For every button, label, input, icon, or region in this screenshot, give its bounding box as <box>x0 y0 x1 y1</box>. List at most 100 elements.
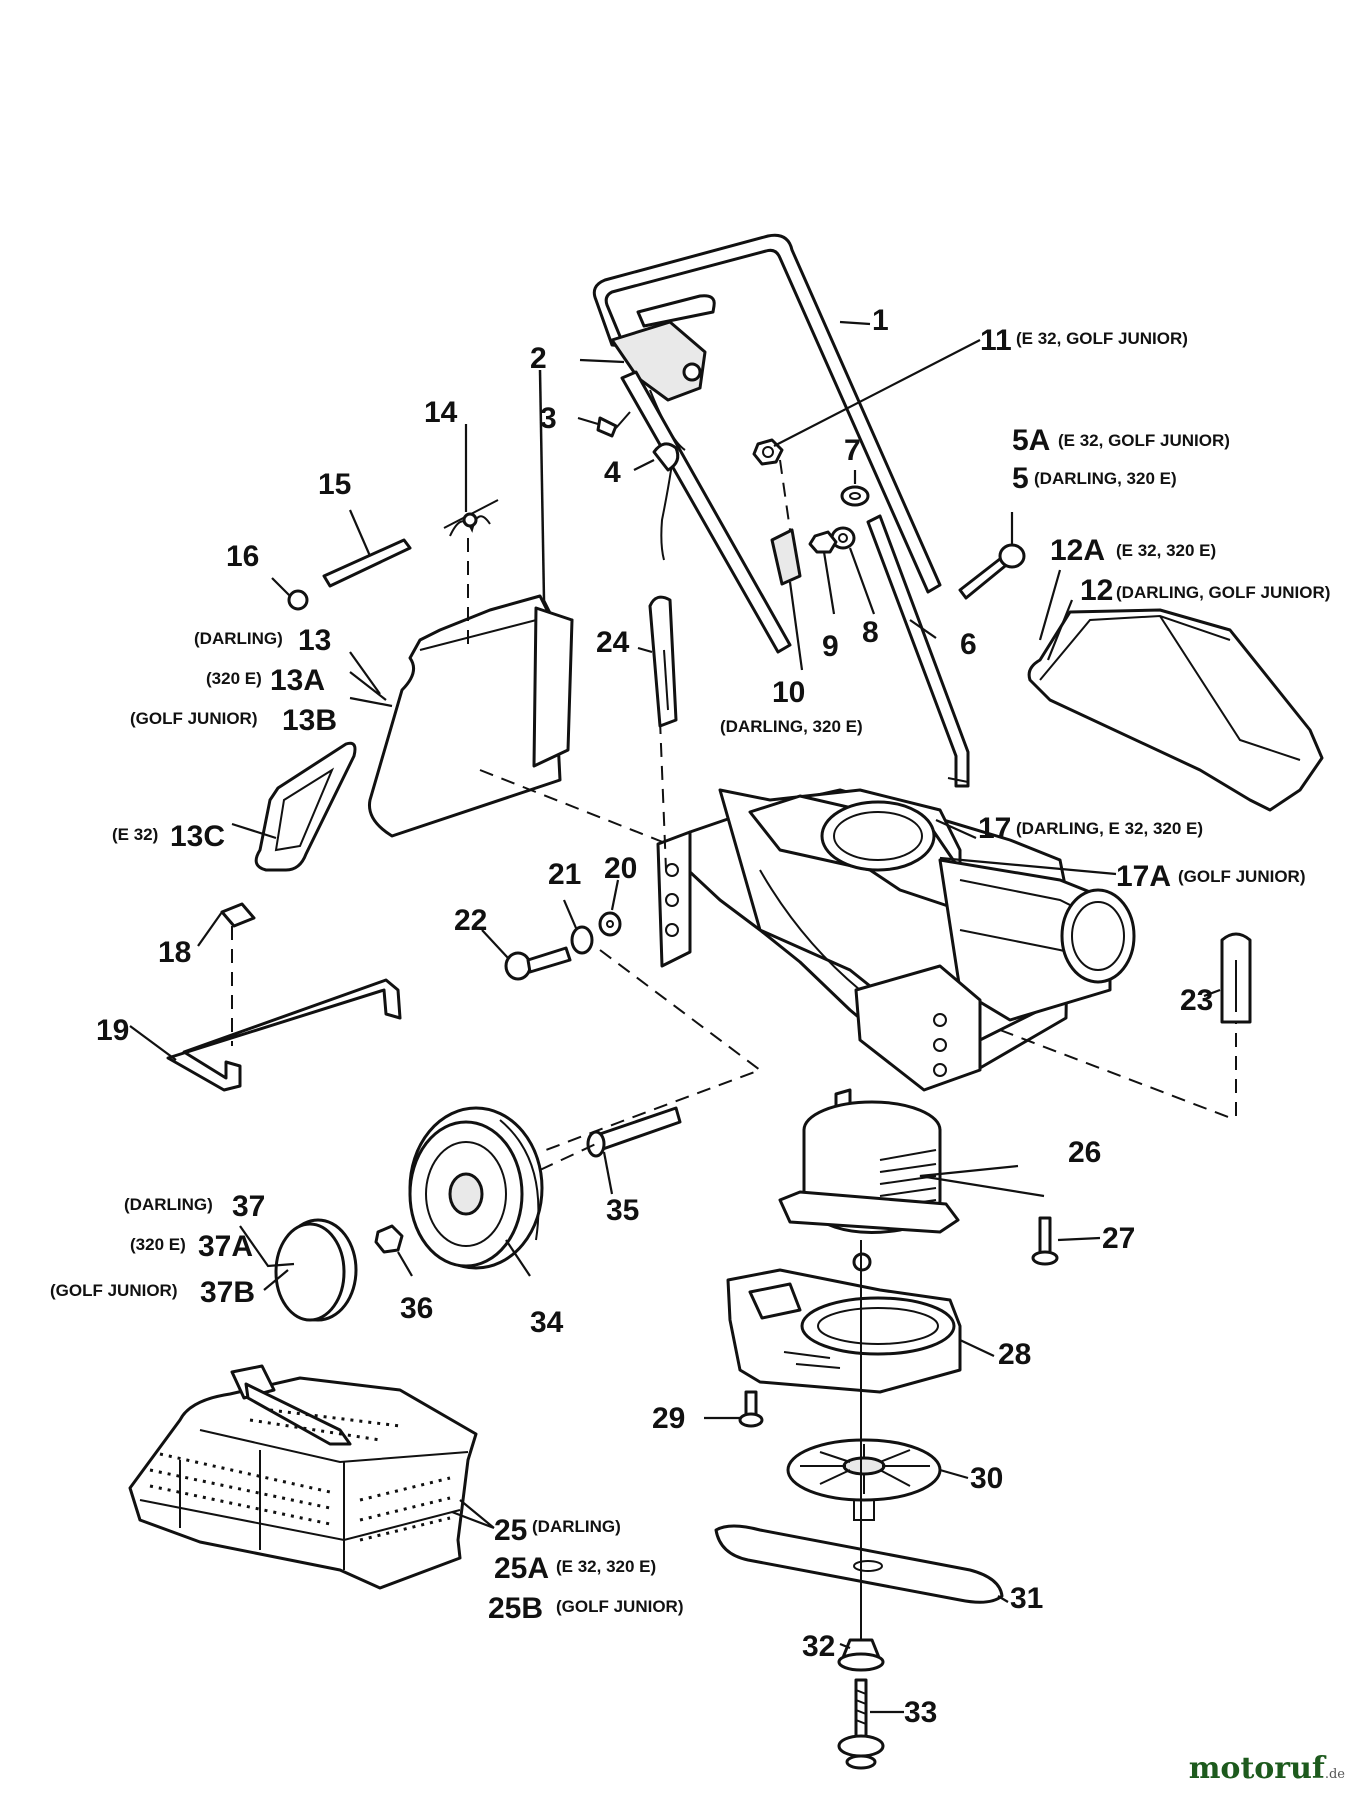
label-13a: 13A <box>270 664 325 697</box>
assembly-line-rear <box>545 949 763 1151</box>
label-15: 15 <box>318 468 351 501</box>
handle-switch-box <box>610 320 707 402</box>
label-13b: 13B <box>282 704 337 737</box>
washer-7 <box>840 485 870 507</box>
wheel-34 <box>408 1106 544 1270</box>
note-17a: (GOLF JUNIOR) <box>1178 867 1306 886</box>
note-12a: (E 32, 320 E) <box>1116 541 1216 560</box>
note-13c: (E 32) <box>112 825 158 844</box>
label-12a: 12A <box>1050 534 1105 567</box>
label-6: 6 <box>960 628 977 661</box>
deflector-13c <box>254 741 357 872</box>
label-19: 19 <box>96 1014 129 1047</box>
label-4: 4 <box>604 456 621 489</box>
label-12: 12 <box>1080 574 1113 607</box>
washer-20 <box>598 911 622 937</box>
label-8: 8 <box>862 616 879 649</box>
note-5: (DARLING, 320 E) <box>1034 469 1177 488</box>
label-1: 1 <box>872 304 889 337</box>
height-bracket-23 <box>1220 932 1252 1024</box>
screw-29 <box>738 1390 764 1428</box>
upper-handle <box>592 233 942 594</box>
label-25a: 25A <box>494 1552 549 1585</box>
note-11: (E 32, GOLF JUNIOR) <box>1016 329 1188 348</box>
label-18: 18 <box>158 936 191 969</box>
label-16: 16 <box>226 540 259 573</box>
note-5a: (E 32, GOLF JUNIOR) <box>1058 431 1230 450</box>
watermark-tld: .de <box>1324 1767 1345 1782</box>
rear-axle-19 <box>166 978 402 1092</box>
assembly-line-bracket-24 <box>659 719 667 871</box>
nut-16 <box>287 589 309 611</box>
grass-box-lid-12 <box>1027 608 1324 812</box>
assembly-line-handle <box>779 459 791 531</box>
label-25b: 25B <box>488 1592 543 1625</box>
nut-36 <box>374 1224 404 1254</box>
label-13: 13 <box>298 624 331 657</box>
note-25b: (GOLF JUNIOR) <box>556 1597 684 1616</box>
bolt-5 <box>958 543 1026 600</box>
label-31: 31 <box>1010 1582 1043 1615</box>
label-22: 22 <box>454 904 487 937</box>
label-32: 32 <box>802 1630 835 1663</box>
handle-left-bar <box>620 370 792 654</box>
axle-bolt-35 <box>586 1106 682 1158</box>
clip-18 <box>220 902 256 928</box>
blade-bolt-33 <box>837 1678 885 1770</box>
label-10: 10 <box>772 676 805 709</box>
label-17: 17 <box>978 812 1011 845</box>
label-5: 5 <box>1012 462 1029 495</box>
fan-30 <box>786 1438 942 1521</box>
mower-housing <box>656 788 1136 1092</box>
label-30: 30 <box>970 1462 1003 1495</box>
blade-31 <box>714 1524 1004 1604</box>
label-28: 28 <box>998 1338 1031 1371</box>
label-14: 14 <box>424 396 458 429</box>
bolt-22 <box>504 946 572 981</box>
label-29: 29 <box>652 1402 685 1435</box>
label-37b: 37B <box>200 1276 255 1309</box>
label-17a: 17A <box>1116 860 1171 893</box>
label-20: 20 <box>604 852 637 885</box>
label-25: 25 <box>494 1514 527 1547</box>
label-5a: 5A <box>1012 424 1050 457</box>
lower-handle <box>866 514 970 788</box>
height-bracket-24 <box>648 595 678 728</box>
label-2: 2 <box>530 342 547 375</box>
note-37: (DARLING) <box>124 1195 213 1214</box>
label-3: 3 <box>540 402 557 435</box>
label-11: 11 <box>980 324 1012 357</box>
label-37a: 37A <box>198 1230 253 1263</box>
assembly-line-flap-housing <box>479 769 689 853</box>
screw-3 <box>596 411 631 438</box>
label-26: 26 <box>1068 1136 1101 1169</box>
note-12: (DARLING, GOLF JUNIOR) <box>1116 583 1330 602</box>
label-34: 34 <box>530 1306 564 1339</box>
cable-clip <box>652 442 680 472</box>
nut-9 <box>808 530 838 554</box>
washer-8 <box>830 526 856 550</box>
label-27: 27 <box>1102 1222 1135 1255</box>
assembly-line-side <box>999 1029 1237 1121</box>
label-9: 9 <box>822 630 839 663</box>
screw-27 <box>1031 1216 1059 1266</box>
label-35: 35 <box>606 1194 639 1227</box>
label-36: 36 <box>400 1292 433 1325</box>
hub-cap-37 <box>274 1218 358 1322</box>
knob-10-clamp <box>770 528 802 586</box>
note-37a: (320 E) <box>130 1235 186 1254</box>
callout-labels: 1 2 3 4 11 (E 32, GOLF JUNIOR) 5A (E 32,… <box>50 304 1330 1729</box>
motor-26 <box>778 1088 960 1272</box>
flap-shaft-15 <box>322 538 412 588</box>
label-24: 24 <box>596 626 630 659</box>
label-37: 37 <box>232 1190 265 1223</box>
note-37b: (GOLF JUNIOR) <box>50 1281 178 1300</box>
note-13: (DARLING) <box>194 629 283 648</box>
note-25a: (E 32, 320 E) <box>556 1557 656 1576</box>
fan-housing-28 <box>726 1268 962 1394</box>
label-7: 7 <box>844 434 861 467</box>
watermark-name: motoruf <box>1188 1751 1325 1786</box>
note-13a: (320 E) <box>206 669 262 688</box>
label-13c: 13C <box>170 820 225 853</box>
